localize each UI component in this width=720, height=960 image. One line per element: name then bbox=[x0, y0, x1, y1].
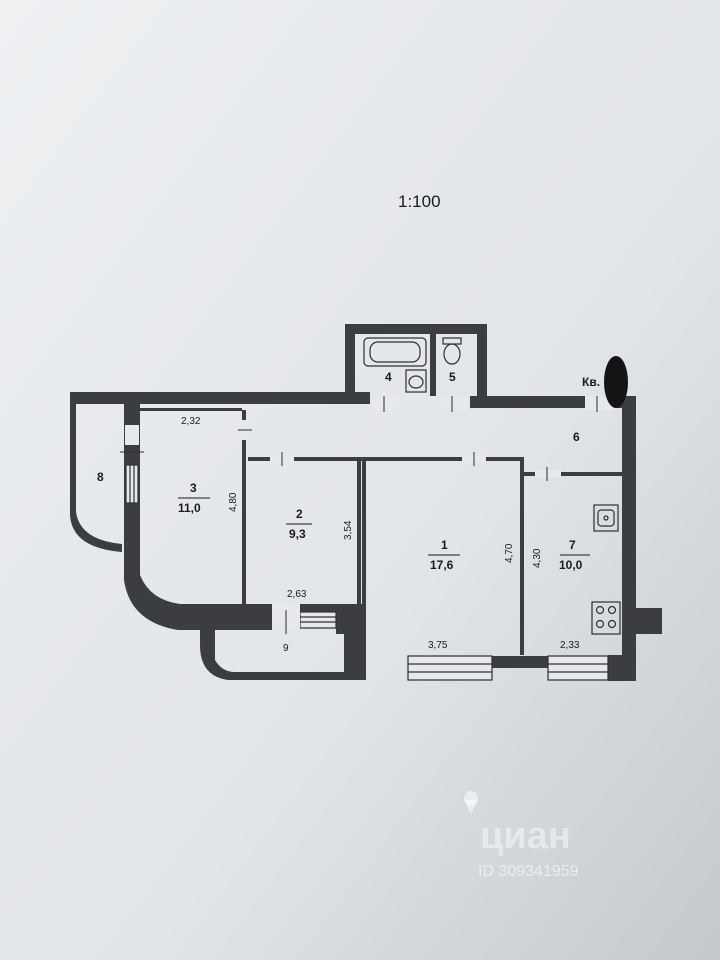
stove-icon bbox=[591, 601, 621, 635]
room-2-area: 9,3 bbox=[289, 527, 306, 541]
dim-room2-side: 3,54 bbox=[343, 520, 354, 540]
room-1-area: 17,6 bbox=[430, 558, 454, 572]
dim-room3-side: 4,80 bbox=[228, 492, 239, 512]
room-6-number: 6 bbox=[573, 430, 580, 444]
scale-label: 1:100 bbox=[398, 192, 441, 211]
sink-icon bbox=[405, 369, 427, 393]
apartment-note: Кв. bbox=[582, 375, 600, 389]
dim-room1-side: 4,70 bbox=[504, 543, 515, 563]
room-8-number: 8 bbox=[97, 470, 104, 484]
door-markers bbox=[120, 396, 598, 634]
room-1-number: 1 bbox=[441, 538, 448, 552]
room-labels: 1 17,6 2 9,3 3 11,0 4 5 6 7 10,0 8 9 Кв. bbox=[97, 370, 600, 654]
dim-room2-bottom: 2,63 bbox=[287, 589, 307, 600]
dim-room7-side: 4,30 bbox=[532, 548, 543, 568]
room-7-number: 7 bbox=[569, 538, 576, 552]
toilet-icon bbox=[442, 337, 462, 365]
dim-room1-bottom: 3,75 bbox=[428, 640, 448, 651]
partitions bbox=[140, 408, 622, 656]
dimension-labels: 2,32 4,80 3,54 2,63 4,70 3,75 4,30 2,33 bbox=[181, 416, 580, 651]
room-5-number: 5 bbox=[449, 370, 456, 384]
room-9-number: 9 bbox=[283, 643, 289, 654]
watermark-id: ID 309341959 bbox=[478, 863, 579, 880]
bathtub-icon bbox=[363, 337, 427, 367]
room-4-number: 4 bbox=[385, 370, 392, 384]
redaction-mark bbox=[604, 356, 628, 408]
walls bbox=[70, 324, 662, 681]
location-pin-icon bbox=[464, 791, 478, 814]
windows bbox=[125, 464, 609, 681]
room-3-number: 3 bbox=[190, 481, 197, 495]
watermark-brand: циан bbox=[480, 815, 571, 857]
dim-room7-bottom: 2,33 bbox=[560, 640, 580, 651]
room-2-number: 2 bbox=[296, 507, 303, 521]
room-3-area: 11,0 bbox=[178, 501, 201, 515]
dim-room3-top: 2,32 bbox=[181, 416, 201, 427]
kitchen-sink-icon bbox=[593, 504, 619, 532]
watermark: циан ID 309341959 bbox=[464, 791, 579, 880]
room-7-area: 10,0 bbox=[559, 558, 583, 572]
